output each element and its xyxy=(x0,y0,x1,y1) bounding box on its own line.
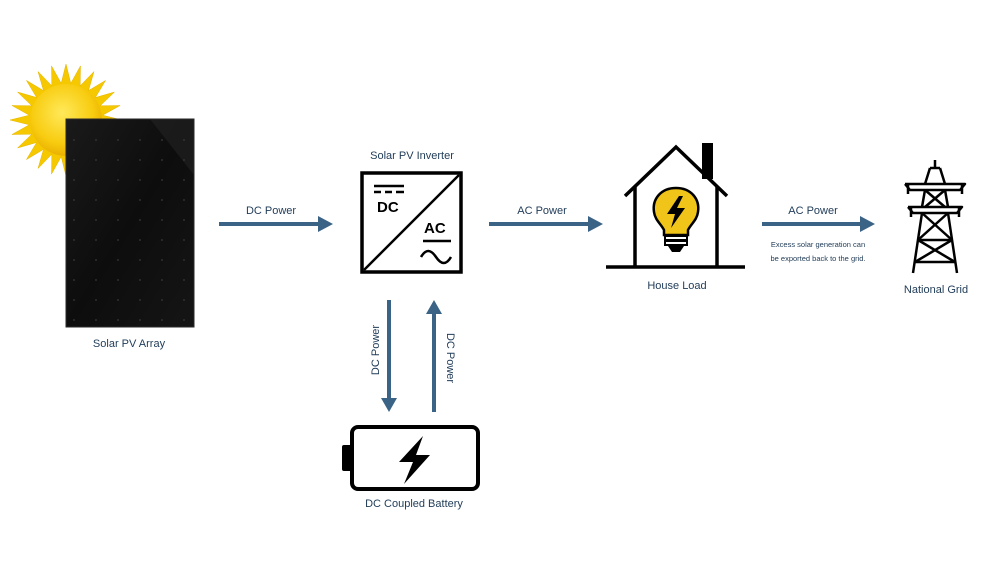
panel-cell-dot xyxy=(73,279,75,281)
arrow-ac-house-to-grid xyxy=(762,216,875,232)
inverter-icon xyxy=(360,171,463,274)
panel-cell-dot xyxy=(117,239,119,241)
panel-cell-dot xyxy=(183,199,185,201)
edge-label-array-to-inverter: DC Power xyxy=(245,205,297,217)
panel-cell-dot xyxy=(161,239,163,241)
inverter-label: Solar PV Inverter xyxy=(370,150,454,162)
lightbulb-icon xyxy=(652,186,700,252)
panel-cell-dot xyxy=(183,179,185,181)
panel-cell-dot xyxy=(139,179,141,181)
house-label: House Load xyxy=(647,280,707,292)
arrow-ac-inverter-to-house xyxy=(489,216,603,232)
panel-cell-dot xyxy=(139,259,141,261)
panel-cell-dot xyxy=(183,319,185,321)
panel-cell-dot xyxy=(161,319,163,321)
panel-cell-dot xyxy=(117,319,119,321)
solar-array-label: Solar PV Array xyxy=(92,338,166,350)
panel-cell-dot xyxy=(161,179,163,181)
panel-cell-dot xyxy=(161,219,163,221)
inverter-dc-label: DC xyxy=(377,199,399,216)
panel-cell-dot xyxy=(117,139,119,141)
edge-label-inverter-to-house: AC Power xyxy=(517,205,567,217)
panel-cell-dot xyxy=(73,179,75,181)
panel-cell-dot xyxy=(117,259,119,261)
panel-cell-dot xyxy=(73,139,75,141)
panel-cell-dot xyxy=(139,239,141,241)
panel-cell-dot xyxy=(95,199,97,201)
panel-cell-dot xyxy=(161,139,163,141)
panel-cell-dot xyxy=(139,219,141,221)
panel-cell-dot xyxy=(161,199,163,201)
export-note-line2: be exported back to the grid. xyxy=(770,254,866,263)
edge-label-battery-to-inverter: DC Power xyxy=(444,332,456,384)
panel-cell-dot xyxy=(161,259,163,261)
panel-cell-dot xyxy=(73,159,75,161)
panel-cell-dot xyxy=(117,219,119,221)
panel-cell-dot xyxy=(139,319,141,321)
panel-cell-dot xyxy=(117,199,119,201)
panel-cell-dot xyxy=(183,159,185,161)
panel-cell-dot xyxy=(117,159,119,161)
arrow-dc-battery-to-inverter xyxy=(426,300,442,412)
panel-cell-dot xyxy=(183,279,185,281)
house-icon xyxy=(606,143,745,269)
panel-cell-dot xyxy=(161,159,163,161)
solar-panel-icon xyxy=(65,118,195,328)
panel-cell-dot xyxy=(139,159,141,161)
grid-label: National Grid xyxy=(903,284,969,296)
panel-cell-dot xyxy=(161,279,163,281)
panel-cell-dot xyxy=(139,199,141,201)
panel-cell-dot xyxy=(117,179,119,181)
panel-cell-dot xyxy=(139,139,141,141)
panel-cell-dot xyxy=(183,299,185,301)
panel-cell-dot xyxy=(95,159,97,161)
panel-cell-dot xyxy=(95,179,97,181)
panel-cell-dot xyxy=(117,279,119,281)
inverter-ac-label: AC xyxy=(424,220,446,237)
panel-cell-dot xyxy=(73,239,75,241)
edge-label-house-to-grid: AC Power xyxy=(788,205,838,217)
arrow-dc-array-to-inverter xyxy=(219,216,333,232)
panel-cell-dot xyxy=(73,199,75,201)
panel-cell-dot xyxy=(95,139,97,141)
panel-cell-dot xyxy=(183,219,185,221)
edge-label-inverter-to-battery: DC Power xyxy=(370,324,382,376)
panel-cell-dot xyxy=(95,299,97,301)
panel-cell-dot xyxy=(73,299,75,301)
panel-cell-dot xyxy=(183,139,185,141)
panel-cell-dot xyxy=(95,239,97,241)
panel-cell-dot xyxy=(73,259,75,261)
panel-cell-dot xyxy=(95,279,97,281)
panel-cell-dot xyxy=(139,279,141,281)
panel-cell-dot xyxy=(95,219,97,221)
panel-cell-dot xyxy=(73,319,75,321)
panel-cell-dot xyxy=(117,299,119,301)
panel-cell-dot xyxy=(139,299,141,301)
export-note: Excess solar generation can be exported … xyxy=(770,238,865,266)
panel-cell-dot xyxy=(73,219,75,221)
export-note-line1: Excess solar generation can xyxy=(770,240,866,249)
panel-cell-dot xyxy=(95,259,97,261)
panel-cell-dot xyxy=(183,239,185,241)
arrow-dc-inverter-to-battery xyxy=(381,300,397,412)
pylon-icon xyxy=(904,160,967,274)
battery-icon xyxy=(342,425,480,491)
panel-cell-dot xyxy=(161,299,163,301)
panel-cell-dot xyxy=(95,319,97,321)
lightning-icon xyxy=(399,436,430,484)
panel-cell-dot xyxy=(183,259,185,261)
battery-label: DC Coupled Battery xyxy=(365,498,463,510)
